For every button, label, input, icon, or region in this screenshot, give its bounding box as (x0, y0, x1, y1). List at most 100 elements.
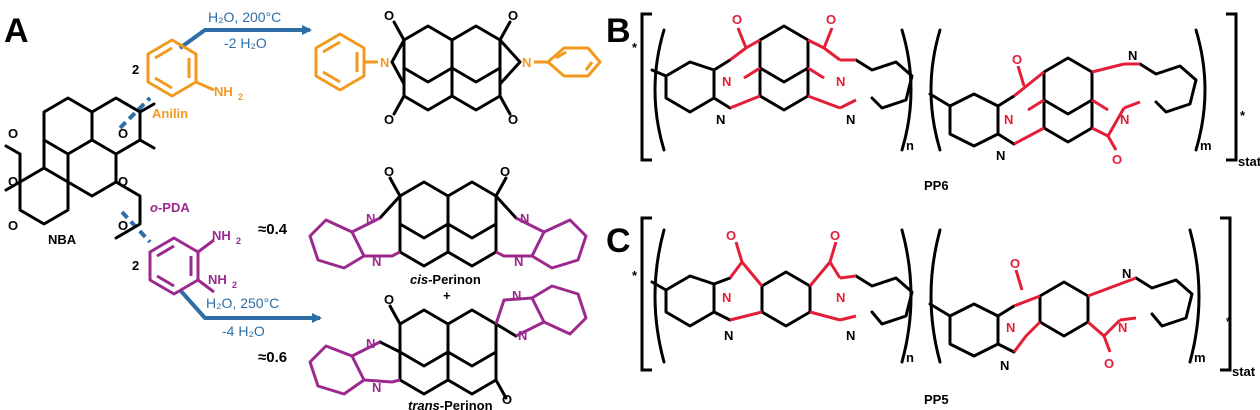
pp5-paren-n-left (653, 228, 666, 364)
pp6-bracket-left (640, 12, 652, 162)
nba-o-3: O (8, 218, 18, 233)
pp6-n-n-4: N (846, 112, 855, 127)
pp5-n-n-3: N (836, 290, 845, 305)
pp6-subscript-n: n (906, 138, 914, 153)
reaction-arrow-bottom (178, 288, 322, 323)
diimide-o-1: O (384, 8, 394, 23)
pp5-m-n-4: N (1118, 320, 1127, 335)
opda-molecule (148, 236, 215, 296)
cis-o-left: O (384, 164, 394, 179)
panel-label-c: C (606, 222, 631, 260)
cis-n-1: N (366, 211, 375, 226)
cis-n-2: N (372, 254, 381, 269)
pp6-m-n-3: N (1128, 48, 1137, 63)
link-nba-aniline (118, 96, 152, 130)
pp5-paren-m-right (1188, 228, 1201, 364)
opda-name: o-PDA (150, 200, 190, 215)
pp6-name: PP6 (924, 178, 949, 193)
pp6-m-n-4: N (1120, 112, 1129, 127)
opda-nh2-bottom: NH (208, 272, 227, 287)
pp6-m-o-bottom: O (1112, 152, 1122, 167)
aniline-name: Anilin (152, 106, 188, 121)
aniline-nh2-sub: 2 (238, 92, 243, 102)
condition-top-line1: H₂O, 200°C (208, 9, 281, 25)
pp6-subscript-stat: stat (1238, 154, 1260, 169)
trans-o-top: O (384, 292, 394, 307)
pp5-m-o-top: O (1010, 256, 1020, 271)
pp5-n-n-4: N (846, 328, 855, 343)
plus-sign: + (443, 288, 451, 303)
pp6-m-o-top: O (1012, 52, 1022, 67)
pp6-paren-m-left (929, 28, 942, 152)
aniline-molecule (146, 38, 215, 98)
trans-n-1: N (366, 336, 375, 351)
pp6-star-right: * (1240, 108, 1246, 123)
pp5-m-o-bottom: O (1104, 356, 1114, 371)
diimide-o-2: O (508, 8, 518, 23)
trans-n-3: N (512, 288, 521, 303)
pp5-subscript-m: m (1194, 350, 1206, 365)
pp5-bracket-left (640, 216, 652, 372)
trans-n-4: N (518, 328, 527, 343)
pp6-repeat-unit-m (928, 56, 1198, 151)
pp6-m-n-2: N (996, 148, 1005, 163)
nba-name: NBA (48, 232, 77, 247)
cis-o-right: O (500, 164, 510, 179)
trans-perinon-molecule (308, 284, 588, 400)
aniline-coefficient: 2 (132, 62, 139, 77)
pp6-m-n-1: N (1004, 112, 1013, 127)
pp5-n-o-right: O (830, 228, 840, 243)
pp6-n-o-right: O (826, 12, 836, 27)
cis-ratio: ≈0.4 (258, 221, 288, 238)
opda-nh2-top: NH (212, 228, 231, 243)
pp6-paren-n-right (900, 28, 913, 152)
diphenyl-diimide-molecule (314, 20, 602, 116)
pp6-n-n-1: N (722, 74, 731, 89)
condition-top-line2: -2 H₂O (224, 35, 267, 51)
pp5-m-n-3: N (1122, 266, 1131, 281)
diimide-n-left: N (380, 55, 389, 70)
pp5-n-o-left: O (726, 228, 736, 243)
opda-nh2-top-sub: 2 (236, 236, 241, 246)
aniline-nh2-label: NH (214, 84, 233, 99)
pp5-m-n-1: N (1006, 320, 1015, 335)
trans-n-2: N (372, 380, 381, 395)
pp5-repeat-unit-n (650, 241, 914, 328)
pp6-n-n-3: N (836, 74, 845, 89)
pp5-star-left: * (632, 268, 638, 283)
pp5-bracket-right (1220, 216, 1232, 372)
nba-o-2: O (8, 174, 18, 189)
trans-o-bottom: O (502, 392, 512, 407)
cis-n-4: N (514, 254, 523, 269)
reaction-arrow-top (178, 25, 312, 50)
cis-perinon-name: cis-Perinon (410, 272, 481, 287)
pp5-n-n-2: N (724, 328, 733, 343)
nba-o-5: O (118, 174, 128, 189)
pp6-paren-m-right (1194, 28, 1207, 152)
pp6-n-n-2: N (716, 112, 725, 127)
pp6-repeat-unit-n (650, 24, 914, 114)
cis-n-3: N (520, 211, 529, 226)
condition-bottom-line2: -4 H₂O (222, 323, 265, 339)
pp5-repeat-unit-m (928, 269, 1194, 358)
diimide-o-4: O (508, 112, 518, 127)
pp5-n-n-1: N (722, 290, 731, 305)
pp6-n-o-left: O (732, 12, 742, 27)
pp5-subscript-n: n (906, 350, 914, 365)
pp6-subscript-m: m (1200, 138, 1212, 153)
opda-coefficient: 2 (132, 258, 139, 273)
nba-o-4: O (118, 126, 128, 141)
pp5-subscript-stat: stat (1232, 364, 1256, 379)
cis-perinon-molecule (308, 176, 588, 270)
pp6-bracket-right (1226, 12, 1238, 162)
nba-o-1: O (8, 126, 18, 141)
pp5-name: PP5 (924, 392, 949, 407)
pp5-star-right: * (1226, 314, 1232, 329)
nba-o-6: O (118, 218, 128, 233)
opda-nh2-bottom-sub: 2 (232, 280, 237, 290)
condition-bottom-line1: H₂O, 250°C (206, 295, 279, 311)
pp6-star-left: * (632, 40, 638, 55)
diimide-o-3: O (384, 112, 394, 127)
trans-perinon-name: trans-Perinon (408, 398, 493, 410)
